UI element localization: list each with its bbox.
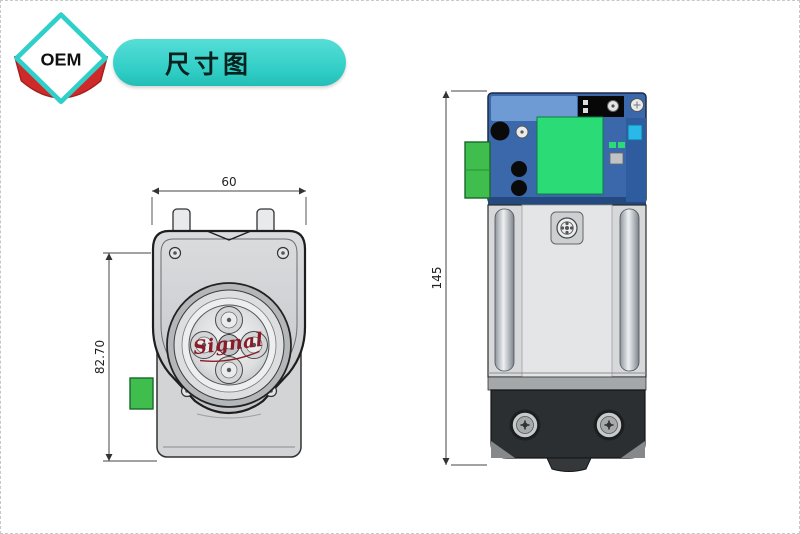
- front-height-dim-label: 82.70: [93, 340, 107, 374]
- rollers: [190, 306, 268, 384]
- bottom-tab: [546, 457, 592, 472]
- front-height-dimension: [103, 252, 157, 462]
- board-bottom-strip: [488, 197, 646, 205]
- page-title: 尺寸图: [165, 50, 253, 79]
- round-component: [511, 161, 527, 177]
- front-view: Signal 60 82.70: [93, 175, 307, 462]
- screw-pin: [520, 130, 524, 134]
- round-component-large: [490, 121, 510, 141]
- green-chip: [618, 142, 625, 148]
- base-transition-strip: [487, 376, 647, 391]
- badge-label: OEM: [41, 50, 82, 70]
- oem-badge: OEM: [13, 12, 109, 105]
- guide-rod-left: [494, 208, 515, 372]
- base-screw-left: [509, 409, 541, 441]
- terminal-pin: [583, 100, 588, 105]
- emblem-inner-ring: [560, 221, 574, 235]
- emblem-dots: [560, 221, 574, 235]
- screw-pin: [611, 104, 615, 108]
- side-view: 145: [430, 90, 647, 472]
- board-label-area: [491, 96, 577, 121]
- cyan-module: [627, 124, 643, 141]
- guide-rod-right: [619, 208, 640, 372]
- side-height-dimension: [442, 90, 487, 466]
- title-banner: 尺寸图: [113, 39, 346, 86]
- base-corner-chamfer: [621, 441, 645, 458]
- rotor-hub-pin: [224, 340, 234, 350]
- brand-logo-flourish: [200, 350, 260, 362]
- badge-diamond: [14, 12, 108, 105]
- base-screw-right: [593, 409, 625, 441]
- tube-connector-front: [129, 377, 154, 410]
- front-width-dim-label: 60: [221, 175, 236, 189]
- gray-chip: [609, 152, 624, 165]
- cover-top-notch: [206, 230, 252, 241]
- green-chip: [609, 142, 616, 148]
- round-component: [511, 180, 527, 196]
- rotor-assembly: Signal: [166, 282, 292, 408]
- green-module: [536, 116, 604, 195]
- terminal-pin: [583, 108, 588, 113]
- front-width-dimension: [151, 187, 307, 225]
- cover-shadow-line: [196, 413, 262, 419]
- base-corner-chamfer: [491, 441, 515, 458]
- side-height-dim-label: 145: [430, 267, 444, 290]
